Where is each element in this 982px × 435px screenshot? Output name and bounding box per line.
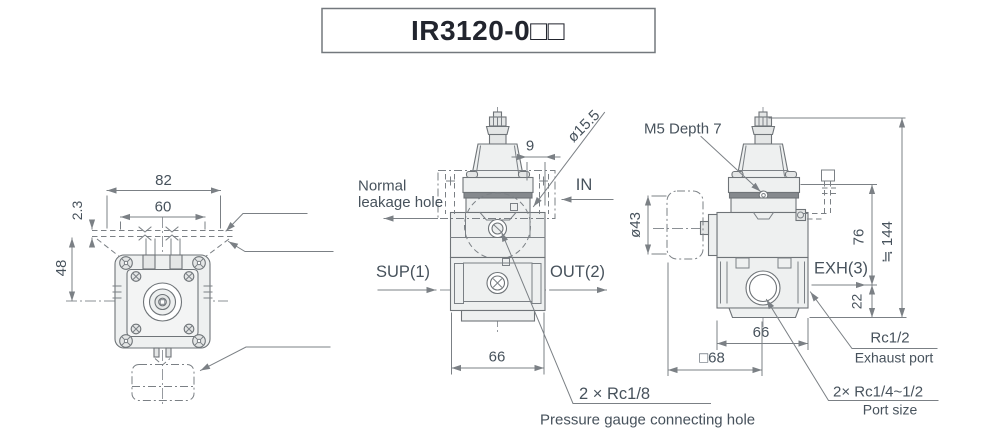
panel-phantom <box>92 226 235 258</box>
front-view: 9 ø15.5 66 Normal leakage hole IN SUP(1)… <box>358 107 755 429</box>
gauge-note-label: Pressure gauge connecting hole <box>540 412 755 429</box>
front-adjust-screw <box>485 111 510 145</box>
port-note-label: Port size <box>863 402 918 418</box>
title-box: IR3120-0□□ <box>321 7 656 54</box>
dim-60: 60 <box>155 199 172 216</box>
port-size-leader <box>765 298 939 401</box>
side-body <box>699 208 809 319</box>
bracket-phantom <box>803 169 836 220</box>
top-view-dimensions: 82 60 2.3 48 <box>53 172 221 302</box>
dim-22: 22 <box>849 294 865 310</box>
dim-76: 76 <box>851 229 868 246</box>
side-bonnet <box>727 143 801 214</box>
dim-144: ≒ 144 <box>879 221 896 263</box>
dim-66-front: 66 <box>489 349 506 366</box>
port-thread-label: 2× Rc1/4~1/2 <box>833 384 923 401</box>
dim-square-68: □68 <box>699 350 725 367</box>
exhaust-note-label: Exhaust port <box>855 350 934 366</box>
dim-gauge-dia: ø43 <box>627 212 644 238</box>
dim-9: 9 <box>526 138 534 155</box>
top-view: 82 60 2.3 48 <box>53 172 334 405</box>
front-panel-phantom <box>437 170 556 219</box>
leakage-hole-label-line1: Normal <box>358 178 406 195</box>
side-view-labels: M5 Depth 7 EXH(3) Rc1/2 Exhaust port 2× … <box>644 121 939 418</box>
gauge-leader <box>500 231 711 404</box>
front-view-labels: Normal leakage hole IN SUP(1) OUT(2) 2 ×… <box>358 176 755 429</box>
side-adjust-screw <box>751 111 776 145</box>
exh-label: EXH(3) <box>814 260 868 278</box>
gauge-thread-label: 2 × Rc1/8 <box>579 385 650 403</box>
dim-48: 48 <box>53 260 70 277</box>
dim-2-3: 2.3 <box>69 201 85 221</box>
dim-66-side: 66 <box>753 324 770 341</box>
front-bonnet <box>462 143 534 214</box>
out-label: OUT(2) <box>550 263 605 281</box>
knob-phantom <box>131 347 195 401</box>
front-body <box>449 192 546 322</box>
dim-82: 82 <box>155 172 172 189</box>
exhaust-thread-label: Rc1/2 <box>870 330 909 347</box>
leakage-hole-label-line2: leakage hole <box>358 194 443 211</box>
model-number: IR3120-0□□ <box>411 15 565 46</box>
in-label: IN <box>576 176 593 194</box>
m5-leader <box>700 135 762 193</box>
m5-label: M5 Depth 7 <box>644 121 722 138</box>
exhaust-leader <box>809 291 938 349</box>
top-view-leaders <box>199 213 334 372</box>
side-view: ø43 76 22 ≒ 144 66 □68 M5 Depth 7 EXH(3)… <box>627 107 939 418</box>
top-view-screws <box>119 256 206 348</box>
side-view-dimensions: ø43 76 22 ≒ 144 66 □68 <box>627 117 907 376</box>
gauge-phantom <box>666 190 704 260</box>
sup-label: SUP(1) <box>376 263 430 281</box>
